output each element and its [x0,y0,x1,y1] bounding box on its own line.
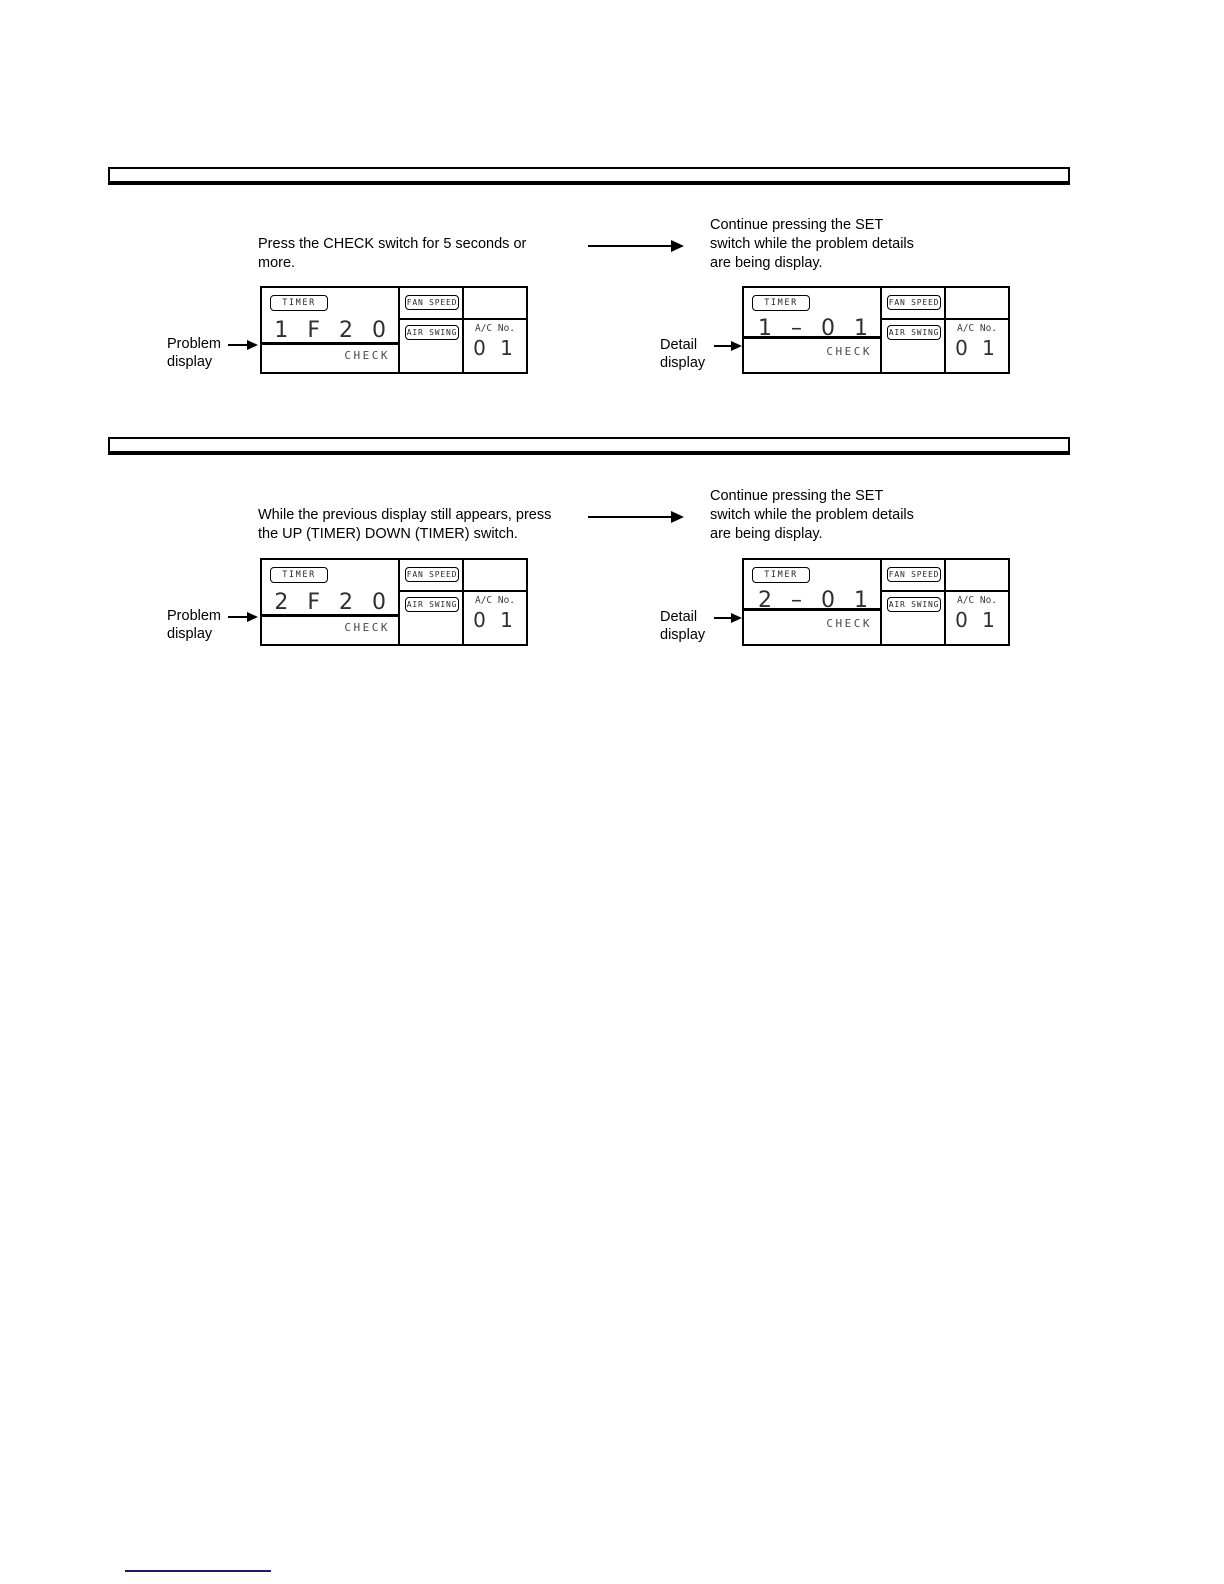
callout-arrow-1-right [714,341,742,351]
lcd-value: 1 – 0 1 [758,316,874,341]
lcd-main-area-4: TIMER 2 – 0 1 CHECK [744,560,882,644]
lcd-value: 2 F 2 0 [274,590,392,615]
lcd-right-divider [946,318,1008,320]
flow-arrow-1 [588,240,684,252]
lcd-check-label: CHECK [344,349,390,362]
lcd-mid-divider [400,590,462,592]
lcd-panel-detail-2: TIMER 2 – 0 1 CHECK FAN SPEED AIR SWING … [742,558,1010,646]
ac-no-value: 0 1 [955,336,999,360]
footer-rule [125,1570,271,1572]
callout-arrow-2-right [714,613,742,623]
lcd-panel-problem-1: TIMER 1 F 2 0 CHECK FAN SPEED AIR SWING … [260,286,528,374]
air-swing-badge: AIR SWING [405,597,459,612]
callout-label-detail-display-1: Detail display [660,337,706,371]
lcd-mid-divider [882,318,944,320]
lcd-right-divider [464,318,526,320]
lcd-check-label: CHECK [826,617,872,630]
lcd-right-divider [946,590,1008,592]
air-swing-badge: AIR SWING [887,325,941,340]
air-swing-badge: AIR SWING [405,325,459,340]
instruction-text-2-right: Continue pressing the SET switch while t… [710,488,914,542]
lcd-mode-column-2: FAN SPEED AIR SWING [882,288,946,372]
lcd-acno-column-2: A/C No. 0 1 [946,288,1008,372]
lcd-mode-column-4: FAN SPEED AIR SWING [882,560,946,644]
lcd-check-label: CHECK [344,621,390,634]
ac-no-value: 0 1 [473,336,517,360]
flow-arrow-2 [588,511,684,523]
timer-badge: TIMER [270,295,328,311]
lcd-mid-divider [400,318,462,320]
ac-no-label: A/C No. [956,595,998,606]
lcd-mode-column-1: FAN SPEED AIR SWING [400,288,464,372]
lcd-right-divider [464,590,526,592]
timer-badge: TIMER [270,567,328,583]
lcd-value: 1 F 2 0 [274,318,392,343]
fan-speed-badge: FAN SPEED [405,295,459,310]
lcd-acno-column-4: A/C No. 0 1 [946,560,1008,644]
lcd-mode-column-3: FAN SPEED AIR SWING [400,560,464,644]
lcd-acno-column-1: A/C No. 0 1 [464,288,526,372]
timer-badge: TIMER [752,567,810,583]
lcd-row-divider [744,336,880,339]
lcd-row-divider [262,342,398,345]
lcd-row-divider [744,608,880,611]
fan-speed-badge: FAN SPEED [887,567,941,582]
ac-no-label: A/C No. [474,323,516,334]
section-header-bar-1 [108,167,1070,185]
instruction-text-1-left: Press the CHECK switch for 5 seconds or … [258,236,527,271]
lcd-mid-divider [882,590,944,592]
lcd-main-area-3: TIMER 2 F 2 0 CHECK [262,560,400,644]
lcd-panel-detail-1: TIMER 1 – 0 1 CHECK FAN SPEED AIR SWING … [742,286,1010,374]
callout-arrow-1-left [228,340,258,350]
instruction-text-2-left: While the previous display still appears… [258,507,552,542]
timer-badge: TIMER [752,295,810,311]
lcd-main-area-1: TIMER 1 F 2 0 CHECK [262,288,400,372]
ac-no-label: A/C No. [474,595,516,606]
ac-no-value: 0 1 [473,608,517,632]
section-header-bar-2 [108,437,1070,455]
ac-no-label: A/C No. [956,323,998,334]
fan-speed-badge: FAN SPEED [887,295,941,310]
lcd-acno-column-3: A/C No. 0 1 [464,560,526,644]
lcd-panel-problem-2: TIMER 2 F 2 0 CHECK FAN SPEED AIR SWING … [260,558,528,646]
lcd-main-area-2: TIMER 1 – 0 1 CHECK [744,288,882,372]
callout-label-problem-display-1: Problem display [167,336,221,370]
instruction-text-1-right: Continue pressing the SET switch while t… [710,217,914,271]
lcd-check-label: CHECK [826,345,872,358]
callout-label-detail-display-2: Detail display [660,609,706,643]
lcd-row-divider [262,614,398,617]
fan-speed-badge: FAN SPEED [405,567,459,582]
callout-label-problem-display-2: Problem display [167,608,221,642]
lcd-value: 2 – 0 1 [758,588,874,613]
ac-no-value: 0 1 [955,608,999,632]
air-swing-badge: AIR SWING [887,597,941,612]
callout-arrow-2-left [228,612,258,622]
